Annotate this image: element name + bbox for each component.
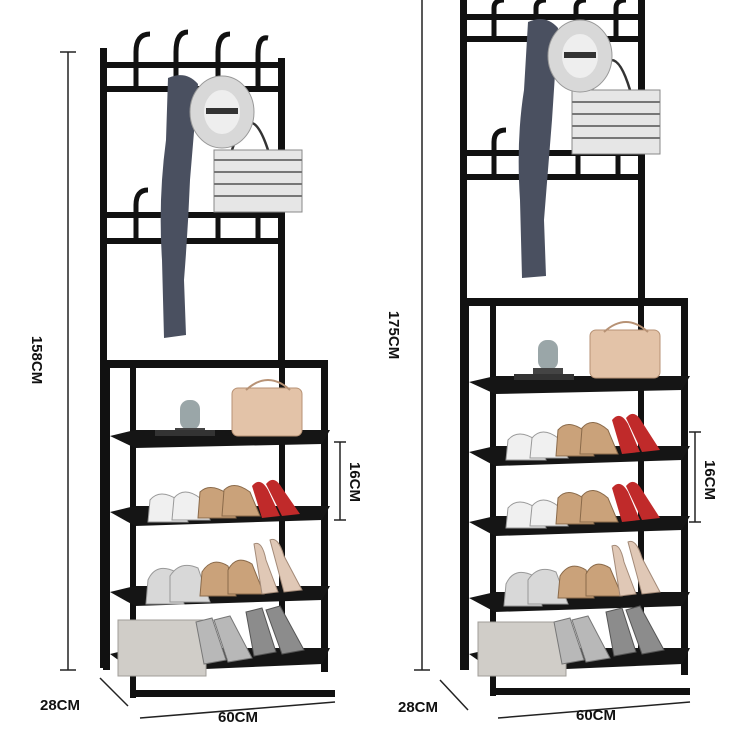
- right-shelf-gap-label: 16CM: [701, 460, 718, 500]
- left-hat: [189, 75, 255, 149]
- right-rack: 175CM: [385, 0, 718, 724]
- right-shelf-gap-dimension: 16CM: [689, 431, 718, 523]
- right-bottom-shelf-items: [477, 605, 665, 677]
- left-scarf: [160, 75, 198, 338]
- right-height-dimension: 175CM: [385, 0, 430, 671]
- left-shelf-gap-label: 16CM: [346, 462, 363, 502]
- right-height-label: 175CM: [385, 311, 402, 359]
- left-shelf2-shoes: [147, 479, 300, 523]
- left-width-dimension: 60CM: [139, 701, 336, 726]
- right-shelf3-shoes: [505, 481, 660, 529]
- left-top-shelf-items: [155, 379, 303, 437]
- left-depth-label: 28CM: [40, 697, 80, 714]
- right-top-shelf-items: [514, 321, 661, 380]
- left-bottom-shelf-items: [117, 605, 305, 677]
- right-depth-dimension: 28CM: [398, 679, 469, 716]
- left-shelf3-shoes: [145, 538, 303, 605]
- right-tote-bag: [571, 58, 661, 155]
- left-shelf-gap-dimension: 16CM: [334, 441, 363, 521]
- left-height-dimension: 158CM: [28, 51, 76, 671]
- right-shelf2-shoes: [505, 413, 660, 461]
- left-depth-dimension: 28CM: [40, 677, 129, 714]
- right-width-label: 60CM: [576, 707, 616, 724]
- right-width-dimension: 60CM: [497, 701, 691, 724]
- left-width-label: 60CM: [218, 709, 258, 726]
- right-scarf: [518, 19, 558, 278]
- right-hat: [547, 19, 613, 93]
- right-depth-label: 28CM: [398, 699, 438, 716]
- left-rack: 158CM: [28, 29, 363, 726]
- left-height-label: 158CM: [28, 336, 45, 384]
- right-shelf4-shoes: [503, 540, 661, 607]
